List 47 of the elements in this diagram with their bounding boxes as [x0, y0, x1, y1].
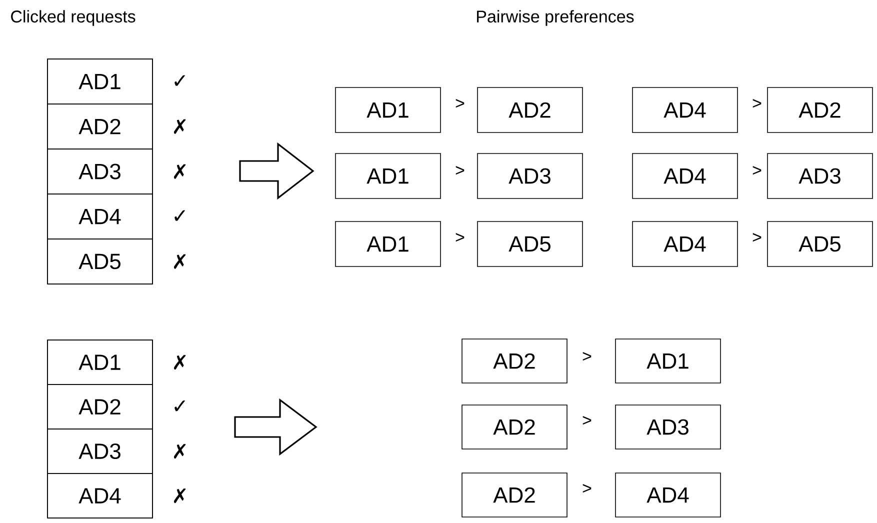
ad-box: AD1 — [335, 87, 441, 133]
heading: Pairwise preferences — [477, 10, 634, 26]
click-mark: ✓ — [174, 75, 185, 86]
ad-box: AD5 — [767, 221, 873, 267]
ad-box: AD2 — [462, 404, 568, 450]
ad-box: AD4 — [632, 221, 738, 267]
greater-than-sign: > — [582, 416, 592, 425]
list-cell: AD4 — [47, 473, 153, 518]
ad-box: AD2 — [477, 87, 583, 133]
greater-than-sign: > — [752, 233, 762, 242]
list-cell: AD4 — [47, 194, 153, 240]
list-cell: AD2 — [47, 104, 153, 150]
ad-box: AD1 — [615, 338, 721, 384]
heading: Clicked requests — [11, 10, 136, 26]
list-cell: AD3 — [47, 148, 153, 194]
click-mark: ✗ — [174, 119, 186, 134]
ad-box: AD2 — [462, 472, 568, 518]
ad-box: AD2 — [767, 87, 873, 133]
list-cell: AD1 — [47, 58, 153, 104]
greater-than-sign: > — [456, 166, 464, 175]
list-cell: AD5 — [47, 238, 153, 284]
greater-than-sign: > — [752, 166, 762, 175]
click-mark: ✓ — [174, 210, 185, 221]
greater-than-sign: > — [582, 484, 592, 493]
greater-than-sign: > — [582, 352, 592, 361]
list-cell: AD2 — [47, 384, 153, 430]
ad-box: AD2 — [462, 338, 568, 384]
ad-box: AD3 — [767, 153, 873, 199]
ad-box: AD5 — [477, 221, 583, 267]
click-mark: ✗ — [174, 488, 186, 504]
greater-than-sign: > — [456, 99, 464, 108]
click-mark: ✗ — [174, 254, 186, 269]
greater-than-sign: > — [456, 233, 464, 242]
greater-than-sign: > — [752, 99, 762, 108]
click-mark: ✗ — [174, 354, 186, 370]
ad-box: AD4 — [615, 472, 721, 518]
list-cell: AD1 — [47, 340, 153, 385]
ad-box: AD1 — [335, 221, 441, 267]
click-mark: ✓ — [174, 400, 185, 412]
ad-box: AD3 — [615, 404, 721, 450]
ad-box: AD4 — [632, 87, 738, 133]
click-mark: ✗ — [174, 164, 186, 179]
ad-box: AD1 — [335, 153, 441, 199]
list-cell: AD3 — [47, 428, 153, 474]
ad-box: AD4 — [632, 153, 738, 199]
click-mark: ✗ — [174, 444, 186, 459]
ad-box: AD3 — [477, 153, 583, 199]
